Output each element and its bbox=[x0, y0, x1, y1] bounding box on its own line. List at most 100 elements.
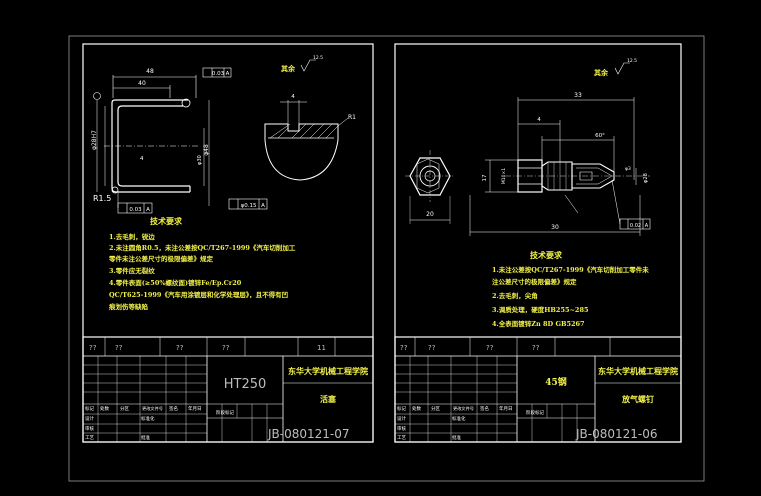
stage-label: 阶段标记 bbox=[526, 409, 544, 416]
right-tolerance-frame-2: 0.02 A bbox=[619, 218, 651, 230]
left-tech-line: 4.零件表面(≥50%螺纹面)镀锌Fe/Ep.Cr20 bbox=[109, 278, 242, 287]
role-label: 工艺 bbox=[85, 435, 94, 441]
header-mark: ?? bbox=[428, 344, 436, 352]
header-mark: ?? bbox=[486, 344, 494, 352]
left-tech-line: QC/T625-1999《汽车用涂镀层和化学处理层》，且不得有凹 bbox=[109, 290, 288, 299]
role-label: 工艺 bbox=[397, 435, 406, 441]
left-company: 东华大学机械工程学院 bbox=[288, 366, 368, 376]
right-surface-roughness: 其余 12.5 bbox=[594, 58, 637, 77]
row-label: 处数 bbox=[100, 405, 109, 412]
right-title-header-marks: ?? ?? ?? ?? bbox=[400, 344, 540, 352]
left-tech-line: 2.未注圆角R0.5，未注公差按QC/T267-1999《汽车切削加工 bbox=[109, 243, 296, 252]
role-label: 设计 bbox=[85, 415, 94, 422]
header-mark: ?? bbox=[176, 344, 184, 352]
right-surface-label: 其余 bbox=[594, 68, 609, 77]
role-label: 审核 bbox=[85, 425, 94, 432]
left-tech-line: 零件未注公差尺寸的极限偏差》规定 bbox=[108, 254, 214, 263]
top-tolerance-frame: 0.03 A bbox=[202, 67, 232, 78]
right-tech-line: 2.去毛刺，尖角 bbox=[492, 291, 538, 300]
stage-label: 阶段标记 bbox=[216, 409, 234, 416]
bleed-screw-side-view bbox=[505, 159, 650, 193]
left-surface-roughness: 其余 12.5 bbox=[281, 55, 323, 73]
right-part-name: 放气螺钉 bbox=[621, 394, 654, 404]
dim-overall-width: 48 bbox=[146, 68, 154, 75]
dim-hex-width: 20 bbox=[426, 211, 434, 218]
right-dimensions bbox=[469, 97, 641, 236]
header-mark: ?? bbox=[89, 344, 97, 352]
role-label: 审核 bbox=[397, 425, 406, 432]
right-tolerance-datum: A bbox=[261, 203, 265, 209]
left-sheet: 48 40 0.03 A φ28H7 φ48 φ30 4 R1.5 bbox=[82, 43, 374, 443]
right-company: 东华大学机械工程学院 bbox=[598, 366, 678, 376]
left-title-row-labels: 标记 处数 分区 更改文件号 签名 年月日 设计 标准化 审核 工艺 批准 阶段… bbox=[85, 405, 234, 441]
detail-groove-width: 4 bbox=[291, 94, 295, 100]
left-title-block bbox=[82, 336, 374, 443]
left-tech-line: 3.零件应无裂纹 bbox=[109, 266, 155, 275]
left-tech-line: 痕划伤等缺陷 bbox=[108, 302, 149, 311]
role-label: 标准化 bbox=[141, 415, 155, 422]
outer-frame bbox=[68, 35, 705, 482]
right-title-block bbox=[394, 336, 682, 443]
right-tolerance-value: φ0.15 bbox=[241, 203, 257, 209]
right-tolerance-frame: φ0.15 A bbox=[208, 192, 268, 210]
right-tech-line: 4.全表面镀锌Zn 8D GB5267 bbox=[492, 319, 585, 328]
left-part-name: 活塞 bbox=[320, 394, 337, 404]
bottom-tolerance-frame: 0.03 A bbox=[117, 192, 153, 214]
right-tech-line: 3.调质处理，硬度HB255~285 bbox=[492, 305, 589, 314]
dim-corner-radius: R1.5 bbox=[93, 194, 111, 203]
bottom-tolerance-datum: A bbox=[146, 207, 150, 213]
row-label: 分区 bbox=[120, 405, 129, 412]
groove-detail-view: 4 R1 bbox=[264, 94, 356, 181]
right-tech-line: 1.未注公差按QC/T267-1999《汽车切削加工零件未 bbox=[492, 265, 649, 274]
header-mark: 11 bbox=[317, 344, 326, 352]
row-label: 签名 bbox=[480, 405, 489, 412]
left-tech-title: 技术要求 bbox=[150, 216, 183, 226]
row-label: 分区 bbox=[431, 405, 440, 412]
top-tolerance-datum: A bbox=[226, 71, 230, 77]
row-label: 签名 bbox=[169, 405, 178, 412]
right-sheet: 其余 12.5 20 bbox=[394, 43, 682, 443]
header-mark: ?? bbox=[115, 344, 123, 352]
dim-small-one: 4 bbox=[537, 117, 541, 123]
row-label: 标记 bbox=[85, 405, 94, 412]
role-label: 标准化 bbox=[452, 415, 466, 422]
dim-small-two: φ3 bbox=[625, 166, 631, 172]
row-label: 年月日 bbox=[499, 405, 513, 412]
right-drawing-no: JB-080121-06 bbox=[575, 427, 658, 441]
dim-hex-height: 17 bbox=[482, 174, 488, 181]
row-label: 年月日 bbox=[188, 405, 202, 412]
left-drawing-no: JB-080121-07 bbox=[267, 427, 350, 441]
role-label: 批准 bbox=[141, 434, 150, 441]
top-tolerance-value: 0.03 bbox=[212, 71, 225, 77]
row-label: 处数 bbox=[412, 405, 421, 412]
right-sheet-border bbox=[394, 43, 682, 443]
detail-radius: R1 bbox=[348, 114, 356, 121]
right-title-row-labels: 标记 处数 分区 更改文件号 签名 年月日 设计 标准化 审核 工艺 批准 阶段… bbox=[397, 405, 544, 441]
row-label: 更改文件号 bbox=[453, 405, 474, 412]
role-label: 设计 bbox=[397, 415, 406, 422]
right-tol-datum: A bbox=[645, 223, 649, 229]
dim-inner-width: 40 bbox=[138, 80, 146, 87]
right-tech-list: 1.未注公差按QC/T267-1999《汽车切削加工零件未 注公差尺寸的极限偏差… bbox=[492, 265, 649, 328]
right-tol-value: 0.02 bbox=[630, 223, 641, 229]
left-top-dimensions bbox=[112, 75, 197, 98]
left-surface-label: 其余 bbox=[281, 64, 296, 73]
right-material: 45钢 bbox=[545, 376, 567, 388]
header-mark: ?? bbox=[222, 344, 230, 352]
dim-diameter: φ28 bbox=[643, 173, 649, 183]
header-mark: ?? bbox=[532, 344, 540, 352]
datum-marker bbox=[93, 92, 101, 100]
dim-thread: M10×1 bbox=[501, 168, 507, 184]
bottom-tolerance-value: 0.03 bbox=[129, 207, 142, 213]
left-title-header-marks: ?? ?? ?? ?? 11 bbox=[89, 344, 326, 352]
cup-centerlines bbox=[96, 100, 210, 192]
hex-end-view bbox=[405, 150, 455, 224]
left-surface-value: 12.5 bbox=[313, 55, 323, 61]
left-tech-line: 1.去毛刺，锐边 bbox=[109, 232, 155, 241]
row-label: 更改文件号 bbox=[142, 405, 163, 412]
header-mark: ?? bbox=[400, 344, 408, 352]
right-tech-line: 注公差尺寸的极限偏差》规定 bbox=[492, 277, 577, 286]
right-surface-value: 12.5 bbox=[627, 58, 637, 64]
dim-bore-dia: φ28H7 bbox=[91, 130, 98, 150]
